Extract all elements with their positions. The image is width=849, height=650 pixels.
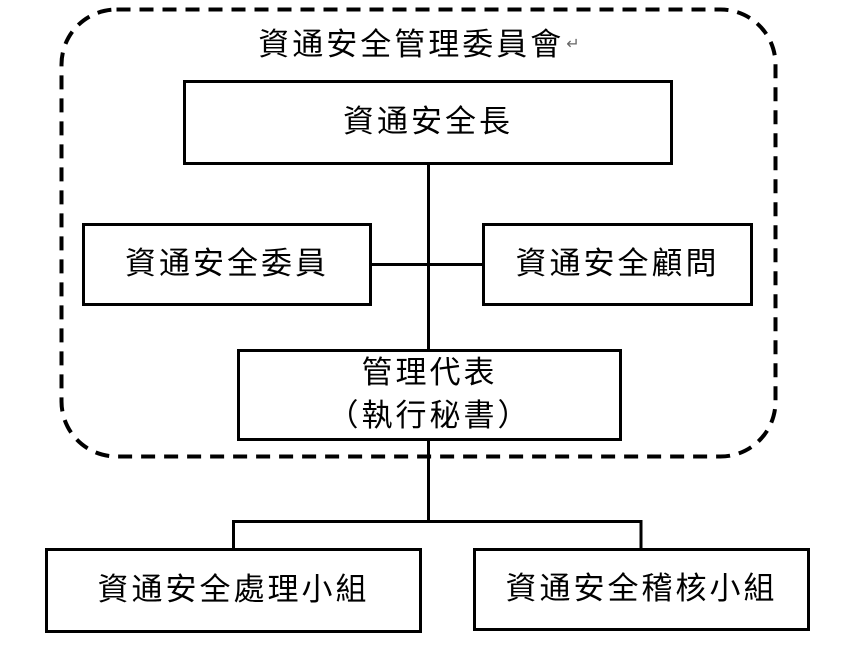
node-advisor-label: 資通安全顧問: [515, 246, 720, 283]
node-committee-member-label: 資通安全委員: [125, 246, 329, 283]
node-management-representative-label-line1: 管理代表: [361, 355, 498, 392]
node-management-representative-label-line2: （執行秘書）: [327, 398, 532, 434]
node-information-security-committee-member: 資通安全委員: [82, 223, 372, 306]
node-incident-handling-team: 資通安全處理小組: [45, 548, 422, 633]
node-chief-information-security-officer: 資通安全長: [183, 80, 673, 165]
node-audit-team-label: 資通安全稽核小組: [505, 571, 778, 608]
node-information-security-advisor: 資通安全顧問: [482, 223, 753, 306]
node-chief-label: 資通安全長: [343, 104, 513, 141]
diagram-title: 資通安全管理委員會↵: [61, 19, 777, 64]
diagram-title-text: 資通安全管理委員會: [258, 27, 565, 63]
node-handling-team-label: 資通安全處理小組: [97, 572, 370, 609]
committee-boundary-dashed-border: [59, 7, 778, 459]
paragraph-return-mark: ↵: [566, 34, 580, 53]
node-management-representative: 管理代表 （執行秘書）: [237, 349, 622, 441]
node-audit-team: 資通安全稽核小組: [473, 548, 810, 631]
